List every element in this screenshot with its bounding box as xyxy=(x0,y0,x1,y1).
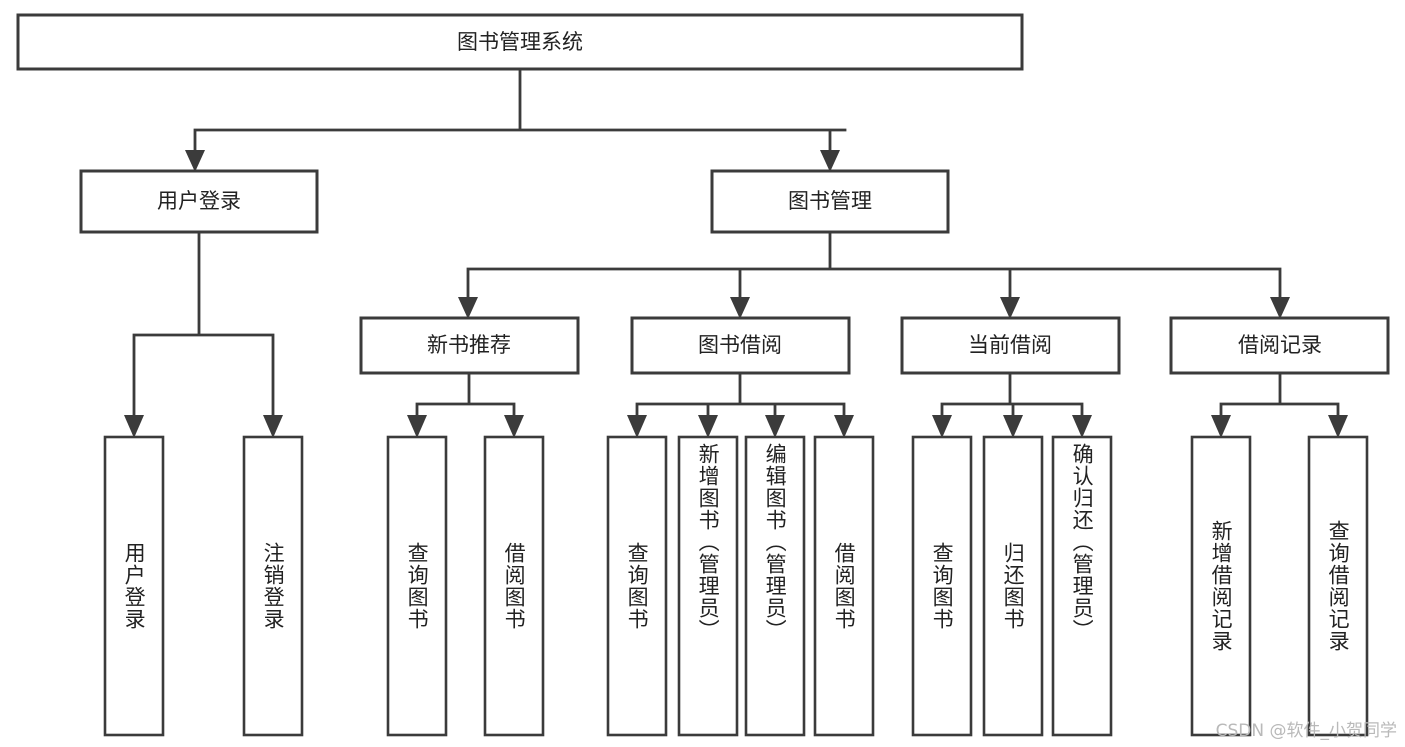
csdn-watermark: CSDN @软件_小贺同学 xyxy=(1215,721,1397,741)
node-user-login-label: 用户登录 xyxy=(157,189,241,213)
connector-root-to-level2 xyxy=(185,67,847,172)
connector-newbookrec-to-leaves xyxy=(407,371,524,438)
node-book-borrow-label: 图书借阅 xyxy=(698,333,782,357)
node-root-label: 图书管理系统 xyxy=(457,30,583,54)
connector-bookmanage-to-level3 xyxy=(458,230,1290,319)
node-current-borrow-label: 当前借阅 xyxy=(968,333,1052,357)
node-user-login[interactable]: 用户登录 xyxy=(79,169,319,234)
node-borrow-record[interactable]: 借阅记录 xyxy=(1169,316,1390,375)
leaf-rect-borrow-edit-book xyxy=(744,435,806,737)
leaf-rect-borrow-add-book xyxy=(677,435,739,737)
leaf-rect-rec-query-record xyxy=(1307,435,1369,737)
leaf-rect-rec-query-book xyxy=(386,435,448,737)
leaf-rect-user-login xyxy=(103,435,165,737)
leaf-rect-user-logout xyxy=(242,435,304,737)
leaf-rect-borrow-borrow-book xyxy=(813,435,875,737)
node-book-borrow[interactable]: 图书借阅 xyxy=(630,316,851,375)
leaf-rect-cur-return-book xyxy=(982,435,1044,737)
leaf-rect-cur-confirm-return xyxy=(1051,435,1113,737)
node-borrow-record-label: 借阅记录 xyxy=(1238,333,1322,357)
connector-userlogin-to-leaves xyxy=(124,230,283,438)
node-current-borrow[interactable]: 当前借阅 xyxy=(900,316,1121,375)
leaf-rect-borrow-query-book xyxy=(606,435,668,737)
connector-bookborrow-to-leaves xyxy=(627,371,854,438)
leaf-rects xyxy=(103,435,1369,737)
leaf-rect-cur-query-book xyxy=(911,435,973,737)
connector-borrowrecord-to-leaves xyxy=(1211,371,1348,438)
leaf-rect-rec-add-record xyxy=(1190,435,1252,737)
leaf-rect-rec-borrow-book xyxy=(483,435,545,737)
node-new-book-rec[interactable]: 新书推荐 xyxy=(359,316,580,375)
connector-currentborrow-to-leaves xyxy=(932,371,1092,438)
node-book-manage[interactable]: 图书管理 xyxy=(710,169,950,234)
node-book-manage-label: 图书管理 xyxy=(788,189,872,213)
node-new-book-rec-label: 新书推荐 xyxy=(427,333,511,357)
node-root[interactable]: 图书管理系统 xyxy=(16,13,1024,71)
